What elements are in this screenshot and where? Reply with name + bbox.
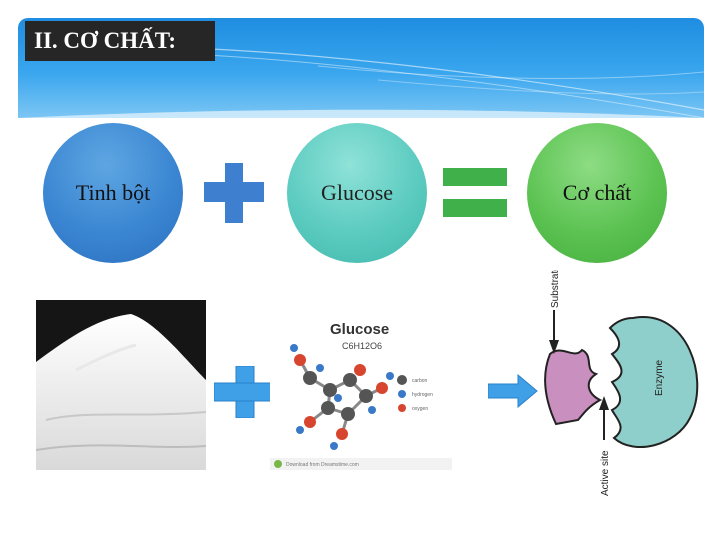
glucose-label: Glucose bbox=[320, 180, 394, 205]
legend-hydrogen: hydrogen bbox=[412, 392, 433, 398]
substrate-circle: Cơ chất bbox=[527, 123, 667, 263]
glucose-circle: Glucose bbox=[287, 123, 427, 263]
legend-oxygen: oxygen bbox=[412, 406, 428, 412]
enzyme-substrate-diagram: Substrate Enzyme Active site bbox=[538, 265, 708, 500]
enzyme-label: Enzyme bbox=[654, 359, 665, 396]
glucose-card-formula: C6H12O6 bbox=[342, 341, 382, 351]
right-arrow-icon bbox=[488, 374, 538, 408]
banner-swoosh bbox=[18, 47, 704, 118]
enzyme-shape bbox=[608, 316, 699, 449]
starch-powder-photo bbox=[36, 300, 206, 470]
equals-icon bbox=[443, 168, 507, 217]
substrate-label: Substrate bbox=[550, 270, 561, 308]
glucose-molecule-card: Glucose C6H12O6 carbon hydrogen oxygen bbox=[270, 318, 452, 470]
active-site-label: Active site bbox=[600, 450, 611, 496]
plus-icon-bottom bbox=[214, 366, 276, 418]
plus-icon bbox=[204, 163, 264, 223]
substrate-result-label: Cơ chất bbox=[562, 180, 632, 205]
starch-label: Tinh bột bbox=[75, 180, 151, 205]
section-title: II. CƠ CHẤT: bbox=[25, 21, 215, 61]
glucose-card-footer: Download from Dreamstime.com bbox=[286, 462, 359, 468]
glucose-card-title: Glucose bbox=[330, 321, 389, 338]
starch-circle: Tinh bột bbox=[43, 123, 183, 263]
legend-carbon: carbon bbox=[412, 378, 428, 384]
substrate-shape bbox=[544, 348, 603, 426]
